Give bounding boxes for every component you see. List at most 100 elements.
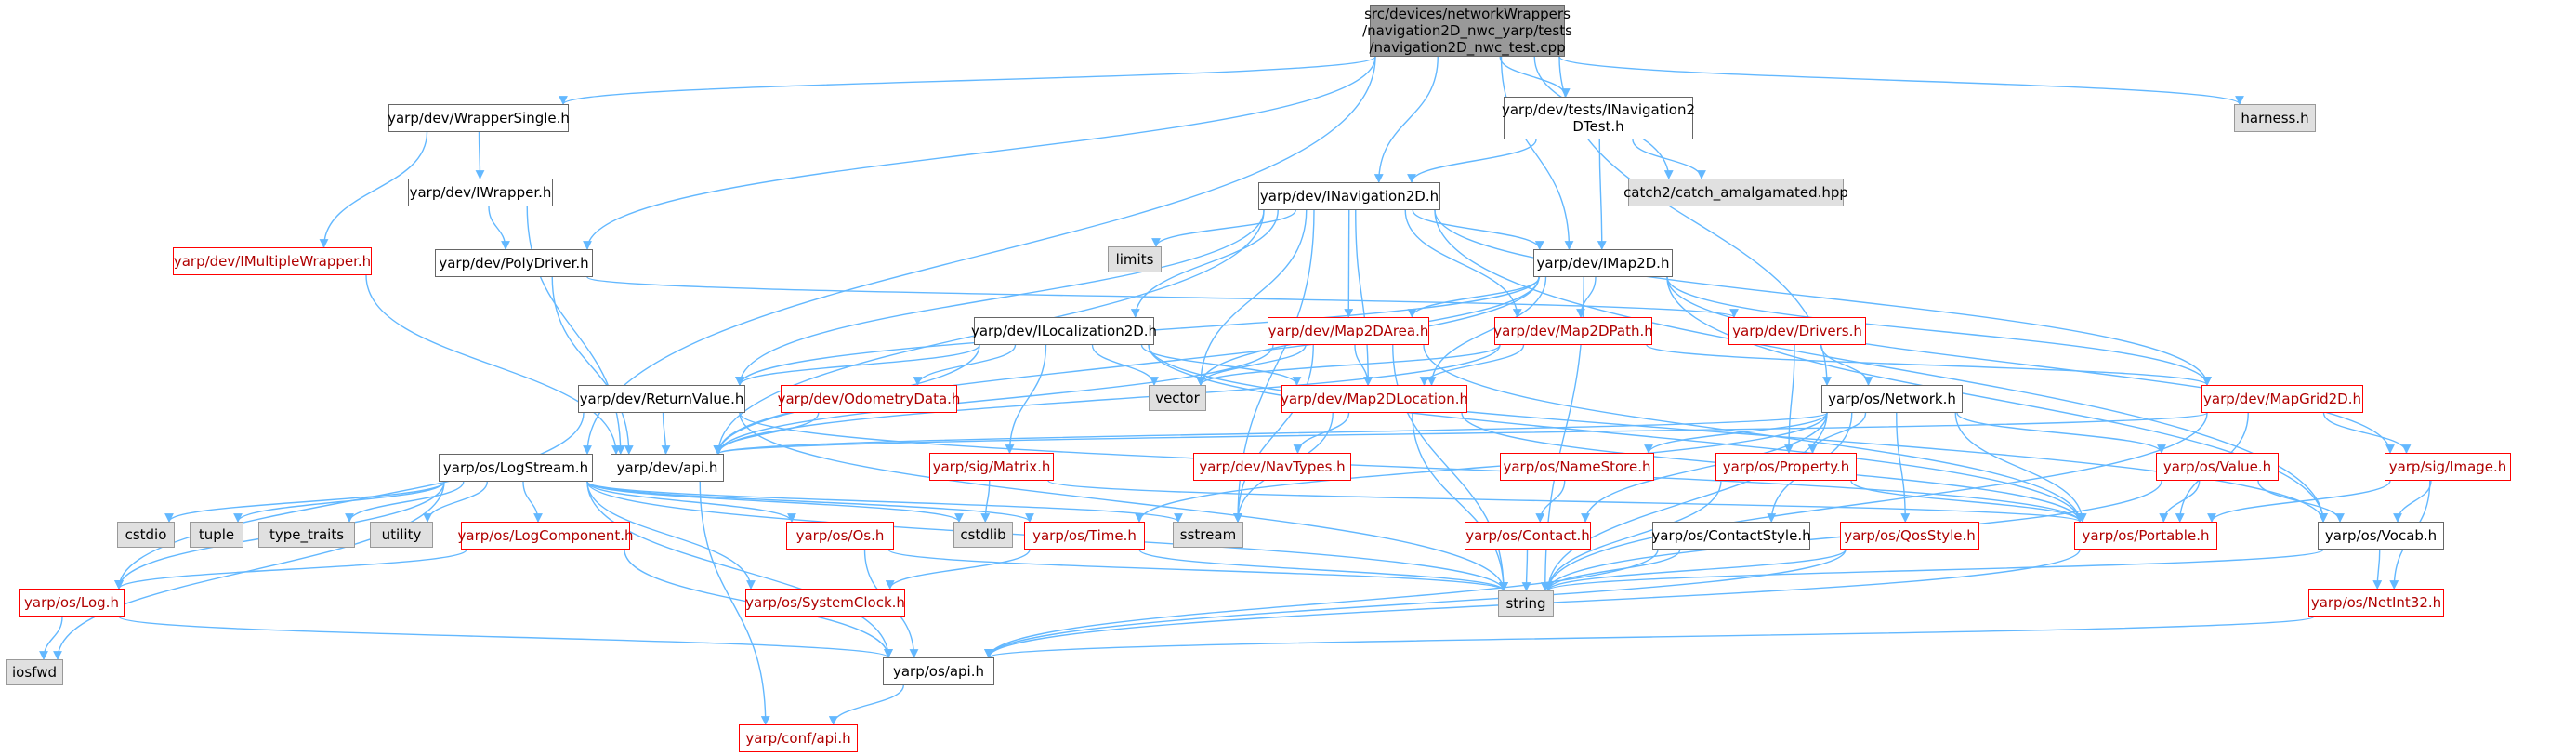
node-netint32[interactable]: yarp/os/NetInt32.h	[2308, 589, 2444, 617]
node-cstdlib[interactable]: cstdlib	[953, 522, 1013, 548]
edge-time-to-systemclock	[885, 549, 1031, 590]
edge-polydriver-to-drivers	[586, 276, 1739, 318]
edge-inavtest-to-catch2	[1632, 139, 1706, 179]
node-value[interactable]: yarp/os/Value.h	[2156, 453, 2279, 481]
node-iwrapper[interactable]: yarp/dev/IWrapper.h	[408, 179, 553, 206]
edge-netint32-to-osapi	[984, 616, 2315, 658]
node-returnvalue[interactable]: yarp/dev/ReturnValue.h	[578, 385, 745, 413]
edge-logcomponent-to-log	[114, 549, 467, 590]
node-qosstyle[interactable]: yarp/os/QosStyle.h	[1840, 522, 1979, 550]
node-type-traits[interactable]: type_traits	[258, 522, 355, 548]
node-vocab[interactable]: yarp/os/Vocab.h	[2318, 522, 2444, 550]
edge-imultiple-to-devapi	[365, 274, 621, 455]
edge-root-to-polydriver	[583, 56, 1376, 250]
edge-vocab-to-string	[1544, 549, 2324, 591]
edge-vocab-to-netint32	[2372, 549, 2383, 590]
node-inavigation2d-test[interactable]: yarp/dev/tests/INavigation2 DTest.h	[1502, 97, 1695, 139]
node-ilocalization2d[interactable]: yarp/dev/ILocalization2D.h	[971, 317, 1157, 345]
edge-matrix-to-portable	[1047, 480, 2084, 523]
node-logcomponent[interactable]: yarp/os/LogComponent.h	[458, 522, 634, 550]
edge-qosstyle-to-osapi	[984, 549, 1847, 658]
edge-root-to-imap2d	[1500, 56, 1574, 250]
edge-network-to-qosstyle	[1896, 412, 1911, 523]
node-systemclock[interactable]: yarp/os/SystemClock.h	[745, 589, 905, 617]
edge-inav2d-to-imap2d	[1412, 209, 1544, 250]
node-wrapper-single[interactable]: yarp/dev/WrapperSingle.h	[388, 104, 570, 132]
node-namestore[interactable]: yarp/os/NameStore.h	[1500, 453, 1654, 481]
node-logstream[interactable]: yarp/os/LogStream.h	[439, 454, 593, 482]
edge-osapi-to-confapi	[828, 684, 904, 725]
edge-contactstyle-to-string	[1544, 549, 1681, 591]
node-contactstyle[interactable]: yarp/os/ContactStyle.h	[1651, 522, 1811, 550]
edge-inavtest-to-inav2d	[1407, 139, 1537, 183]
node-os[interactable]: yarp/os/Os.h	[786, 522, 894, 550]
node-contact[interactable]: yarp/os/Contact.h	[1465, 522, 1591, 550]
node-sstream[interactable]: sstream	[1173, 522, 1243, 548]
node-time[interactable]: yarp/os/Time.h	[1024, 522, 1145, 550]
edge-network-to-value	[1956, 412, 2166, 454]
node-log[interactable]: yarp/os/Log.h	[19, 589, 125, 617]
edge-imap2d-to-vocab	[1666, 276, 2328, 523]
edge-mapgrid-to-devapi	[714, 412, 2208, 455]
node-root-test-file[interactable]: src/devices/networkWrappers /navigation2…	[1362, 5, 1572, 57]
edge-map2darea-to-devapi	[714, 344, 1274, 455]
edge-inav2d-to-map2dpath	[1404, 209, 1522, 318]
node-navtypes[interactable]: yarp/dev/NavTypes.h	[1193, 453, 1351, 481]
edge-logstream-to-osapi	[586, 481, 893, 658]
edge-inav2d-to-iloc2d	[1130, 209, 1279, 318]
edge-inav2d-to-map2dloc	[1355, 209, 1373, 386]
node-network[interactable]: yarp/os/Network.h	[1821, 385, 1963, 413]
edge-iloc2d-to-odometry	[913, 344, 1017, 386]
edge-property-to-portable	[1850, 480, 2084, 523]
node-dev-api[interactable]: yarp/dev/api.h	[611, 454, 724, 482]
edge-network-to-devapi	[714, 412, 1828, 455]
node-cstdio[interactable]: cstdio	[117, 522, 175, 548]
node-tuple[interactable]: tuple	[190, 522, 243, 548]
edge-map2dpath-to-mapgrid	[1646, 344, 2212, 386]
edge-inav2d-to-vector	[1196, 209, 1308, 386]
node-iosfwd[interactable]: iosfwd	[6, 659, 63, 685]
edge-network-to-time	[1135, 412, 1828, 523]
edge-iloc2d-to-matrix	[1005, 344, 1047, 454]
node-imultiplewrapper[interactable]: yarp/dev/IMultipleWrapper.h	[173, 247, 372, 275]
edge-map2dpath-to-devapi	[714, 344, 1501, 455]
node-map2dpath[interactable]: yarp/dev/Map2DPath.h	[1493, 317, 1653, 345]
node-harness[interactable]: harness.h	[2234, 104, 2316, 132]
node-inavigation2d[interactable]: yarp/dev/INavigation2D.h	[1258, 182, 1440, 210]
node-image[interactable]: yarp/sig/Image.h	[2385, 453, 2511, 481]
edge-property-to-string	[1544, 480, 1722, 591]
edge-namestore-to-contact	[1535, 480, 1566, 523]
node-map2darea[interactable]: yarp/dev/Map2DArea.h	[1268, 317, 1429, 345]
edge-logstream-to-utility	[423, 481, 488, 523]
node-portable[interactable]: yarp/os/Portable.h	[2074, 522, 2217, 550]
node-map2dlocation[interactable]: yarp/dev/Map2DLocation.h	[1281, 385, 1468, 413]
node-matrix[interactable]: yarp/sig/Matrix.h	[929, 453, 1054, 481]
node-os-api[interactable]: yarp/os/api.h	[883, 657, 994, 685]
node-vector[interactable]: vector	[1149, 385, 1206, 411]
edge-network-to-contact	[1581, 412, 1828, 523]
edge-devapi-to-confapi	[699, 481, 770, 725]
edge-image-to-portable	[2207, 480, 2391, 523]
edge-logstream-to-tuple	[233, 481, 445, 523]
node-conf-api[interactable]: yarp/conf/api.h	[739, 724, 858, 752]
node-imap2d[interactable]: yarp/dev/IMap2D.h	[1533, 249, 1673, 277]
edge-logstream-to-cstdlib	[586, 481, 964, 523]
node-property[interactable]: yarp/os/Property.h	[1715, 453, 1857, 481]
edge-contact-to-string	[1521, 549, 1531, 591]
node-polydriver[interactable]: yarp/dev/PolyDriver.h	[435, 249, 593, 277]
edge-logstream-to-os	[586, 481, 796, 523]
node-odometrydata[interactable]: yarp/dev/OdometryData.h	[778, 385, 960, 413]
edge-drivers-to-property	[1784, 344, 1795, 454]
edge-imap2d-to-map2dpath	[1576, 276, 1597, 318]
node-drivers[interactable]: yarp/dev/Drivers.h	[1728, 317, 1866, 345]
edge-root-to-harness	[1558, 56, 2244, 105]
edge-drivers-to-network	[1820, 344, 1873, 386]
edge-returnvalue-to-portable	[739, 412, 2084, 523]
node-mapgrid2d[interactable]: yarp/dev/MapGrid2D.h	[2201, 385, 2363, 413]
node-utility[interactable]: utility	[370, 522, 433, 548]
node-limits[interactable]: limits	[1108, 246, 1162, 272]
node-string[interactable]: string	[1498, 590, 1554, 617]
edge-logstream-to-sstream	[586, 481, 1183, 523]
node-catch2[interactable]: catch2/catch_amalgamated.hpp	[1623, 179, 1848, 206]
edge-inav2d-to-limits	[1151, 209, 1296, 247]
